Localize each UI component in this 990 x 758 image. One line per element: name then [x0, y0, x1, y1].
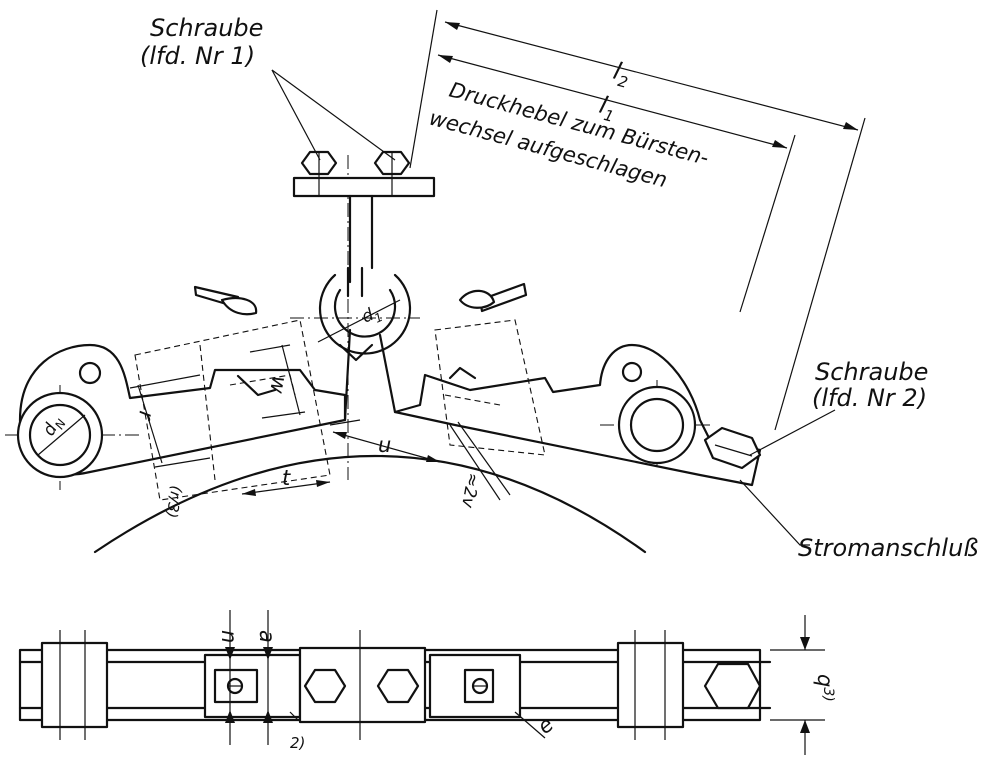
- leader-schraube-1b: [271, 69, 396, 161]
- dim-w: [249, 344, 306, 419]
- label-e: e: [533, 712, 558, 739]
- label-r-third: (r/3): [162, 484, 185, 519]
- center-hub: [318, 266, 412, 362]
- dimension-l2: [409, 9, 866, 431]
- label-note2: 2): [290, 734, 305, 752]
- label-schraube-1-line2: (lfd. Nr 1): [140, 42, 255, 70]
- label-n: n: [217, 630, 241, 643]
- lower-right-pivot: [616, 641, 685, 729]
- lower-left-pivot: [40, 641, 109, 729]
- label-schraube-2-line2: (lfd. Nr 2): [812, 384, 927, 412]
- dimension-l1: [437, 54, 796, 313]
- leader-schraube-1a: [271, 69, 321, 161]
- holder-column: [348, 194, 374, 284]
- dim-q: [770, 615, 825, 755]
- left-pressure-finger: [193, 285, 277, 397]
- leader-stromanschluss: [739, 479, 810, 546]
- left-brush-box: [134, 319, 331, 501]
- leader-note2: [289, 711, 299, 721]
- label-t: t: [282, 466, 291, 490]
- label-a: a: [255, 630, 279, 643]
- bolt-2: [703, 426, 762, 470]
- label-l2: l2: [609, 57, 633, 92]
- dim-2v: [449, 421, 511, 501]
- rail-outline: [18, 648, 762, 722]
- left-pivot: [16, 361, 104, 479]
- dim-d1: [317, 299, 401, 343]
- label-stromanschluss: Stromanschluß: [798, 534, 978, 562]
- label-d1: d1: [359, 302, 385, 331]
- contact-mark: [329, 419, 361, 426]
- lower-bolt-2: [376, 668, 420, 704]
- right-brush-box: [434, 319, 546, 456]
- lower-terminal-hex: [703, 662, 762, 710]
- label-u: u: [378, 433, 391, 457]
- label-w: w: [265, 374, 292, 396]
- leader-schraube-2: [749, 409, 836, 456]
- lower-bolt-1: [303, 668, 347, 704]
- dim-u: [332, 431, 441, 463]
- label-q3: q3): [813, 674, 837, 702]
- lower-view: [18, 610, 825, 755]
- label-r: r: [133, 409, 158, 423]
- label-schraube-1-line1: Schraube: [150, 14, 263, 42]
- label-schraube-2-line1: Schraube: [815, 358, 928, 386]
- dim-dN: [37, 414, 86, 456]
- holder-top-bar: [292, 176, 436, 198]
- dim-t: [241, 480, 331, 496]
- right-pressure-finger: [448, 282, 528, 380]
- dim-r: [129, 374, 211, 468]
- dim-n-a: [225, 610, 273, 745]
- bolt-1-right: [373, 150, 411, 195]
- upper-view: [5, 9, 866, 554]
- left-v-arm: [343, 328, 397, 422]
- right-arm-body: [393, 343, 762, 487]
- bolt-1-left: [300, 150, 338, 195]
- right-pivot: [617, 361, 697, 465]
- leader-e: [514, 711, 546, 739]
- label-2v: ≈2v: [457, 471, 483, 510]
- commutator-arc: [93, 454, 647, 554]
